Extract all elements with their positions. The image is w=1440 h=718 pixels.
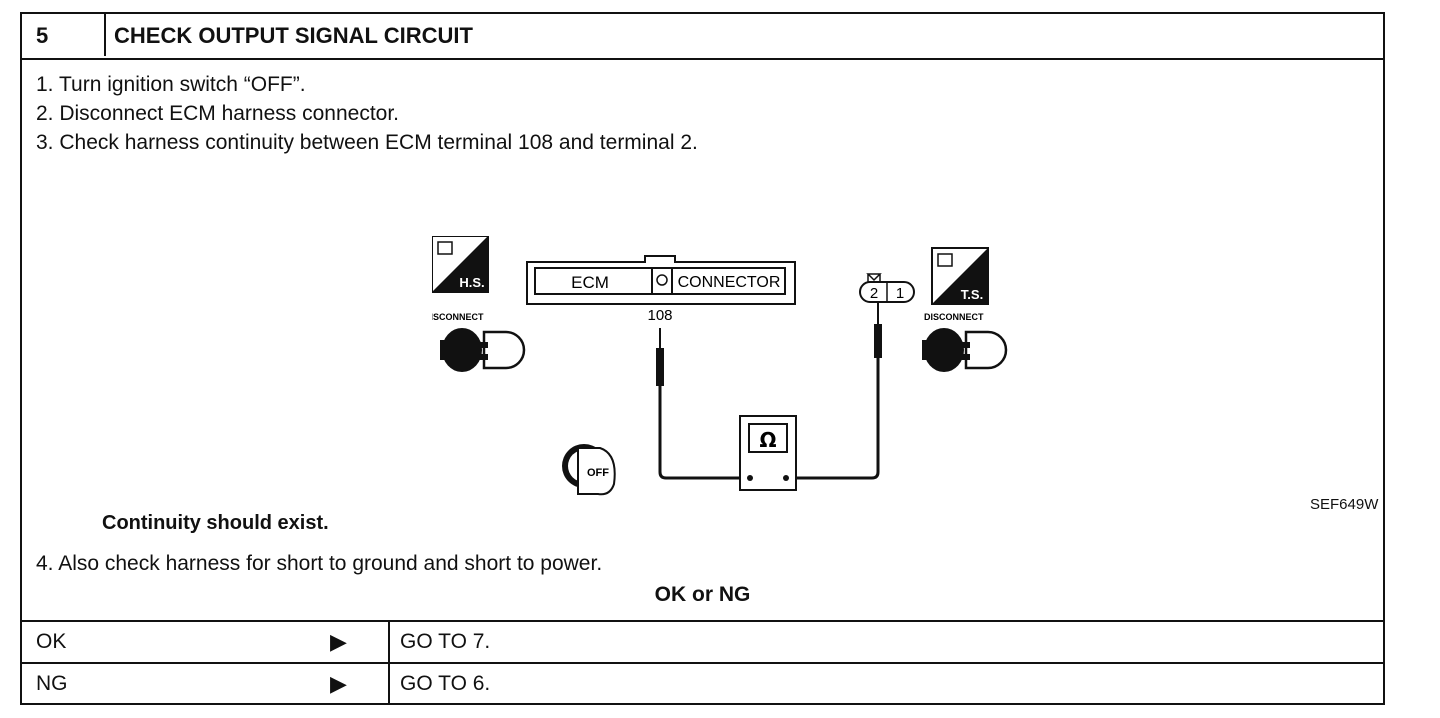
step-item: 1. Turn ignition switch “OFF”. bbox=[36, 73, 306, 96]
disconnect-label-right: DISCONNECT bbox=[924, 312, 984, 322]
hs-badge: H.S. bbox=[432, 236, 489, 293]
ts-label: T.S. bbox=[961, 287, 983, 302]
step-header: 5 CHECK OUTPUT SIGNAL CIRCUIT bbox=[22, 14, 1383, 60]
disconnect-icon-right bbox=[922, 328, 1008, 372]
probe-left bbox=[656, 348, 664, 386]
ok-ng-heading: OK or NG bbox=[654, 583, 751, 606]
probe-right bbox=[874, 324, 882, 358]
disconnect-label-left: DISCONNECT bbox=[432, 312, 484, 322]
step-title: CHECK OUTPUT SIGNAL CIRCUIT bbox=[114, 23, 473, 48]
result-action: GO TO 6. bbox=[400, 672, 491, 695]
circuit-diagram: H.S. DISCONNECT ECM CONNECTOR 108 bbox=[432, 236, 1008, 496]
result-row-ok: OK ▶ GO TO 7. bbox=[22, 620, 1383, 662]
step-item: 2. Disconnect ECM harness connector. bbox=[36, 102, 400, 125]
result-label: OK bbox=[36, 630, 67, 653]
terminal-connector: 2 1 bbox=[859, 273, 915, 303]
figure-id: SEF649W bbox=[1310, 496, 1379, 513]
step-item: 3. Check harness continuity between ECM … bbox=[36, 131, 698, 154]
step-list: 1. Turn ignition switch “OFF”. 2. Discon… bbox=[36, 70, 698, 157]
ohmmeter: Ω bbox=[739, 415, 797, 491]
divider bbox=[388, 664, 390, 704]
procedure-frame: 5 CHECK OUTPUT SIGNAL CIRCUIT 1. Turn ig… bbox=[20, 12, 1385, 705]
disconnect-icon-left bbox=[440, 328, 526, 372]
ts-badge: T.S. bbox=[931, 247, 989, 305]
continuity-note: Continuity should exist. bbox=[102, 512, 329, 534]
arrow-right-icon: ▶ bbox=[330, 671, 347, 696]
ignition-key-icon: OFF bbox=[562, 444, 616, 496]
step-item: 4. Also check harness for short to groun… bbox=[36, 552, 603, 575]
terminal-1-label: 1 bbox=[896, 285, 904, 302]
terminal-2-label: 2 bbox=[870, 285, 878, 302]
arrow-right-icon: ▶ bbox=[330, 629, 347, 654]
ohm-symbol: Ω bbox=[759, 428, 776, 452]
result-label: NG bbox=[36, 672, 68, 695]
result-row-ng: NG ▶ GO TO 6. bbox=[22, 662, 1383, 704]
ecm-connector: ECM CONNECTOR bbox=[526, 255, 796, 305]
divider bbox=[388, 622, 390, 662]
terminal-108-label: 108 bbox=[647, 307, 672, 324]
hs-label: H.S. bbox=[459, 275, 484, 290]
connector-label: CONNECTOR bbox=[678, 274, 781, 291]
step-number: 5 bbox=[22, 14, 106, 56]
result-action: GO TO 7. bbox=[400, 630, 491, 653]
key-off-label: OFF bbox=[587, 467, 609, 479]
ecm-label: ECM bbox=[571, 273, 609, 292]
